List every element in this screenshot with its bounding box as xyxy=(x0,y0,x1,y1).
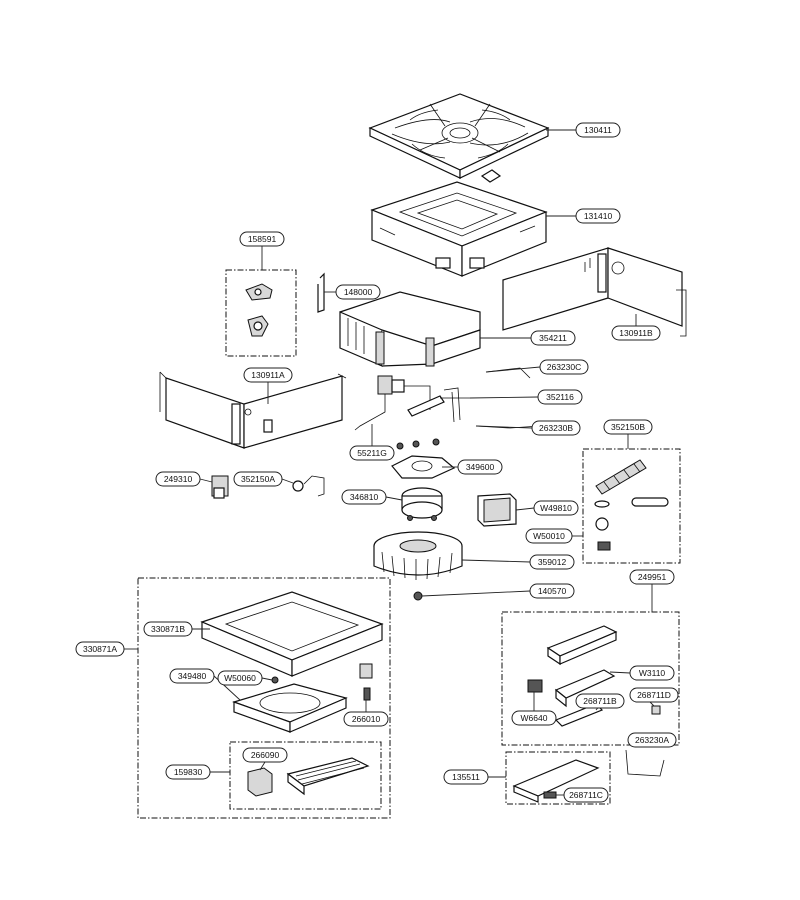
svg-text:359012: 359012 xyxy=(538,557,567,567)
svg-text:55211G: 55211G xyxy=(357,448,387,458)
svg-text:352150B: 352150B xyxy=(611,422,645,432)
part-349600-motor-mount xyxy=(391,438,456,479)
label-140570: 140570 xyxy=(529,583,575,599)
svg-text:W50060: W50060 xyxy=(224,673,256,683)
svg-text:249310: 249310 xyxy=(164,474,193,484)
svg-text:159830: 159830 xyxy=(174,767,203,777)
leader-lines xyxy=(122,129,655,796)
label-55211g: 55211G xyxy=(349,445,395,461)
svg-text:W49810: W49810 xyxy=(540,503,572,513)
svg-text:130411: 130411 xyxy=(584,125,612,135)
label-130911a: 130911A xyxy=(243,367,293,383)
label-263230b: 263230B xyxy=(531,420,581,436)
label-268711c: 268711C xyxy=(563,787,609,803)
part-131410-drain-pan xyxy=(370,181,548,277)
part-159830-group xyxy=(247,757,370,797)
label-263230c: 263230C xyxy=(539,359,589,375)
part-354211-heat-exchanger xyxy=(339,291,481,367)
group-box-158591 xyxy=(225,269,297,357)
svg-text:131410: 131410 xyxy=(584,211,613,221)
label-w50060: W50060 xyxy=(217,670,263,686)
svg-text:352150A: 352150A xyxy=(241,474,275,484)
part-140570-nut xyxy=(413,591,423,601)
svg-text:266090: 266090 xyxy=(251,750,280,760)
svg-text:W3110: W3110 xyxy=(639,668,666,678)
label-158591: 158591 xyxy=(239,231,285,247)
part-359012-turbo-fan xyxy=(373,531,463,580)
svg-text:W6640: W6640 xyxy=(521,713,548,723)
group-box-352150b xyxy=(582,448,681,564)
label-130411: 130411 xyxy=(575,122,621,138)
label-268711b: 268711B xyxy=(575,693,625,709)
label-268711d: 268711D xyxy=(629,687,679,703)
svg-text:349600: 349600 xyxy=(466,462,495,472)
label-148000: 148000 xyxy=(335,284,381,300)
part-349480-plate xyxy=(232,663,373,733)
label-352116: 352116 xyxy=(537,389,583,405)
label-263230a: 263230A xyxy=(627,732,677,748)
svg-text:266010: 266010 xyxy=(352,714,381,724)
part-158591-clamps xyxy=(245,283,273,337)
group-boxes xyxy=(137,269,681,819)
svg-text:352116: 352116 xyxy=(546,392,574,402)
part-piping-assembly xyxy=(354,367,541,431)
label-w50010: W50010 xyxy=(525,528,573,544)
group-box-249951 xyxy=(501,611,680,746)
svg-text:135511: 135511 xyxy=(452,772,480,782)
svg-text:268711D: 268711D xyxy=(637,690,671,700)
label-349600: 349600 xyxy=(457,459,503,475)
label-330871a: 330871A xyxy=(75,641,125,657)
svg-text:346810: 346810 xyxy=(350,492,379,502)
label-w6640: W6640 xyxy=(511,710,557,726)
svg-text:148000: 148000 xyxy=(344,287,373,297)
group-box-135511 xyxy=(505,751,611,805)
label-w3110: W3110 xyxy=(629,665,675,681)
group-box-330871a xyxy=(137,577,391,819)
svg-text:330871B: 330871B xyxy=(151,624,185,634)
label-130911b: 130911B xyxy=(611,325,661,341)
svg-text:130911A: 130911A xyxy=(251,370,285,380)
svg-text:268711B: 268711B xyxy=(583,696,617,706)
part-w49810-box xyxy=(477,493,517,527)
svg-text:354211: 354211 xyxy=(539,333,567,343)
svg-text:140570: 140570 xyxy=(538,586,567,596)
label-249951: 249951 xyxy=(629,569,675,585)
svg-text:330871A: 330871A xyxy=(83,644,117,654)
part-249951-group xyxy=(527,625,665,777)
label-330871b: 330871B xyxy=(143,621,193,637)
label-266010: 266010 xyxy=(343,711,389,727)
label-w49810: W49810 xyxy=(533,500,579,516)
svg-text:268711C: 268711C xyxy=(569,790,603,800)
label-346810: 346810 xyxy=(341,489,387,505)
svg-text:249951: 249951 xyxy=(638,572,667,582)
svg-text:130911B: 130911B xyxy=(619,328,653,338)
part-249310-352150a xyxy=(211,475,325,499)
svg-text:263230B: 263230B xyxy=(539,423,573,433)
part-330871b-frame xyxy=(200,591,384,677)
label-131410: 131410 xyxy=(575,208,621,224)
label-352150b: 352150B xyxy=(603,419,653,435)
part-346810-fan-motor xyxy=(401,487,443,521)
svg-text:158591: 158591 xyxy=(248,234,277,244)
part-352150b-group xyxy=(594,459,669,551)
part-135511-group xyxy=(512,759,600,803)
label-349480: 349480 xyxy=(169,668,215,684)
part-130911b-side-panel xyxy=(502,247,687,337)
label-249310: 249310 xyxy=(155,471,201,487)
group-box-159830 xyxy=(229,741,382,810)
label-159830: 159830 xyxy=(165,764,211,780)
label-359012: 359012 xyxy=(529,554,575,570)
part-130411-top-panel xyxy=(368,93,550,183)
svg-text:W50010: W50010 xyxy=(533,531,565,541)
label-354211: 354211 xyxy=(530,330,576,346)
svg-text:263230C: 263230C xyxy=(547,362,582,372)
svg-text:263230A: 263230A xyxy=(635,735,669,745)
label-266090: 266090 xyxy=(242,747,288,763)
label-135511: 135511 xyxy=(443,769,489,785)
label-352150a: 352150A xyxy=(233,471,283,487)
part-130911a-side-panel xyxy=(159,371,347,449)
part-148000-bracket xyxy=(317,272,325,313)
svg-text:349480: 349480 xyxy=(178,671,207,681)
